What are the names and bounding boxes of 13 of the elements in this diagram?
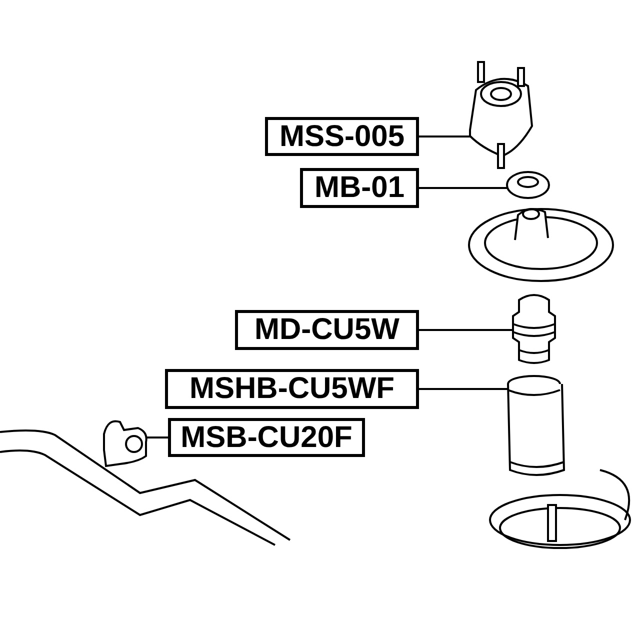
- part-drawing: [511, 294, 557, 364]
- part-number-label: MSB-CU20F: [168, 418, 365, 457]
- part-number-label: MD-CU5W: [235, 310, 419, 350]
- part-drawing: [468, 60, 534, 168]
- leader-line: [419, 329, 514, 331]
- part-number-label: MSHB-CU5WF: [165, 369, 419, 409]
- leader-line: [419, 136, 471, 138]
- leader-line: [419, 187, 509, 189]
- leader-line: [146, 436, 168, 438]
- leader-line: [419, 388, 509, 390]
- part-number-label: MB-01: [300, 168, 419, 208]
- part-drawing: [506, 170, 551, 200]
- part-number-label: MSS-005: [265, 117, 419, 156]
